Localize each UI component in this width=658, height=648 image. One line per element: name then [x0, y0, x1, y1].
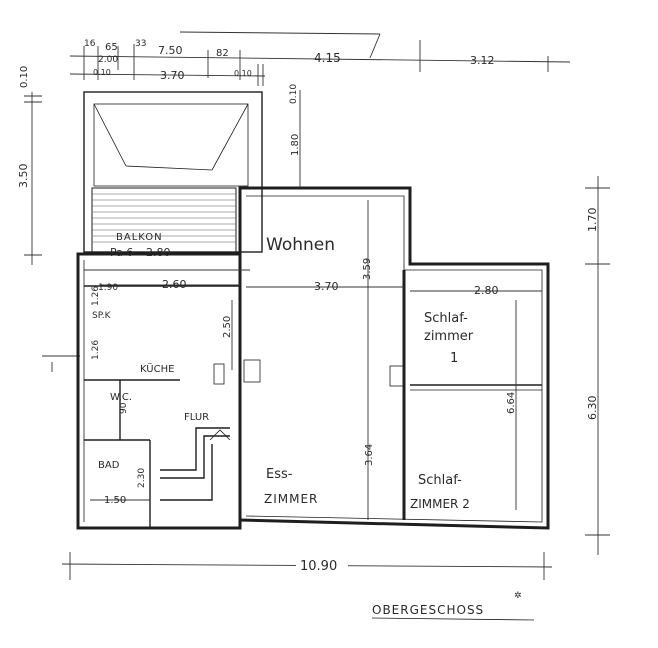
dim-bad-h: 2.30: [137, 468, 147, 488]
room-wohnen: Wohnen: [266, 235, 335, 255]
dim-wc-h: 1.26: [91, 340, 101, 360]
room-spk: SP.K: [92, 311, 112, 321]
door-markers: [209, 359, 405, 441]
dim-kueche-h: 2.50: [222, 316, 233, 338]
dim-top-82: 82: [216, 48, 229, 59]
dim-left-010: 0.10: [19, 66, 30, 88]
room-balkon: BALKON: [116, 232, 163, 243]
dim-top-370: 3.70: [160, 69, 185, 82]
dim-schlaf-w: 2.80: [474, 284, 499, 297]
dim-bad-w: 1.50: [104, 495, 126, 506]
dim-bottom-1090: 10.90: [300, 559, 337, 574]
stamp-mark-icon: ✲: [514, 591, 522, 601]
dim-ess-h: 3.64: [364, 444, 375, 466]
plan-title-group: OBERGESCHOSS ✲: [371, 591, 535, 621]
inner-dimension-lines: [84, 90, 542, 520]
dim-top-312: 3.12: [470, 54, 495, 67]
room-schlaf1-a: Schlaf-: [424, 311, 468, 326]
dim-balkon-top: 0.10: [289, 84, 299, 104]
top-dimension-chain: 16 65 33 7.50 82 2.00 0.10 3.70 0.10 4.1…: [69, 31, 571, 86]
dim-left-350: 3.50: [17, 164, 30, 189]
dim-wohnen-w: 3.70: [314, 280, 339, 293]
dim-pa: Pa 6: [110, 246, 133, 259]
room-ess-a: Ess-: [266, 467, 293, 482]
dim-pa-val: 2.80: [146, 246, 171, 259]
outer-walls: [76, 91, 550, 530]
interior-walls: [84, 188, 542, 528]
room-wc: W.C.: [110, 392, 132, 403]
room-schlaf2-a: Schlaf-: [418, 473, 462, 488]
dim-top-750: 7.50: [158, 44, 183, 57]
room-ess-b: ZIMMER: [264, 492, 318, 506]
room-bad: BAD: [98, 460, 120, 471]
dim-top-65: 65: [105, 42, 118, 53]
room-schlaf1-b: zimmer: [424, 329, 474, 344]
room-schlaf2-b: ZIMMER 2: [410, 497, 470, 511]
dim-wohnen-h: 3.59: [362, 258, 373, 280]
dim-top-16: 16: [84, 39, 96, 49]
dim-wc-d: 90: [119, 402, 129, 414]
bottom-dimension: 10.90: [61, 552, 553, 580]
dim-kueche-w: 2.60: [162, 278, 187, 291]
room-kueche: KÜCHE: [140, 362, 174, 375]
dim-right-630: 6.30: [586, 396, 599, 421]
dim-schlaf-h: 6.64: [506, 392, 517, 414]
balcony-hatching: [91, 187, 237, 253]
dim-spk-h: 1.26: [91, 286, 101, 306]
dim-top-010a: 0.10: [93, 68, 111, 77]
dim-balkon-h: 1.80: [290, 134, 301, 156]
inner-dimension-labels: 0.10 1.80 Pa 6 2.80 1.90 2.60 3.70 2.80 …: [91, 84, 517, 506]
dim-top-33: 33: [135, 39, 146, 49]
dim-top-010b: 0.10: [234, 69, 252, 78]
dim-top-415: 4.15: [314, 51, 341, 65]
room-flur: FLUR: [184, 412, 209, 423]
left-dimension-chain: 0.10 3.50: [17, 66, 80, 372]
dim-right-170: 1.70: [586, 208, 599, 233]
right-dimension-chain: 1.70 6.30: [585, 176, 610, 555]
room-schlaf1-c: 1: [450, 351, 458, 366]
dim-spk-w: 1.90: [98, 283, 118, 293]
plan-title: OBERGESCHOSS: [372, 603, 484, 617]
room-labels: BALKON Wohnen Schlaf- zimmer 1 SP.K KÜCH…: [92, 232, 474, 511]
dim-top-200: 2.00: [98, 55, 118, 65]
